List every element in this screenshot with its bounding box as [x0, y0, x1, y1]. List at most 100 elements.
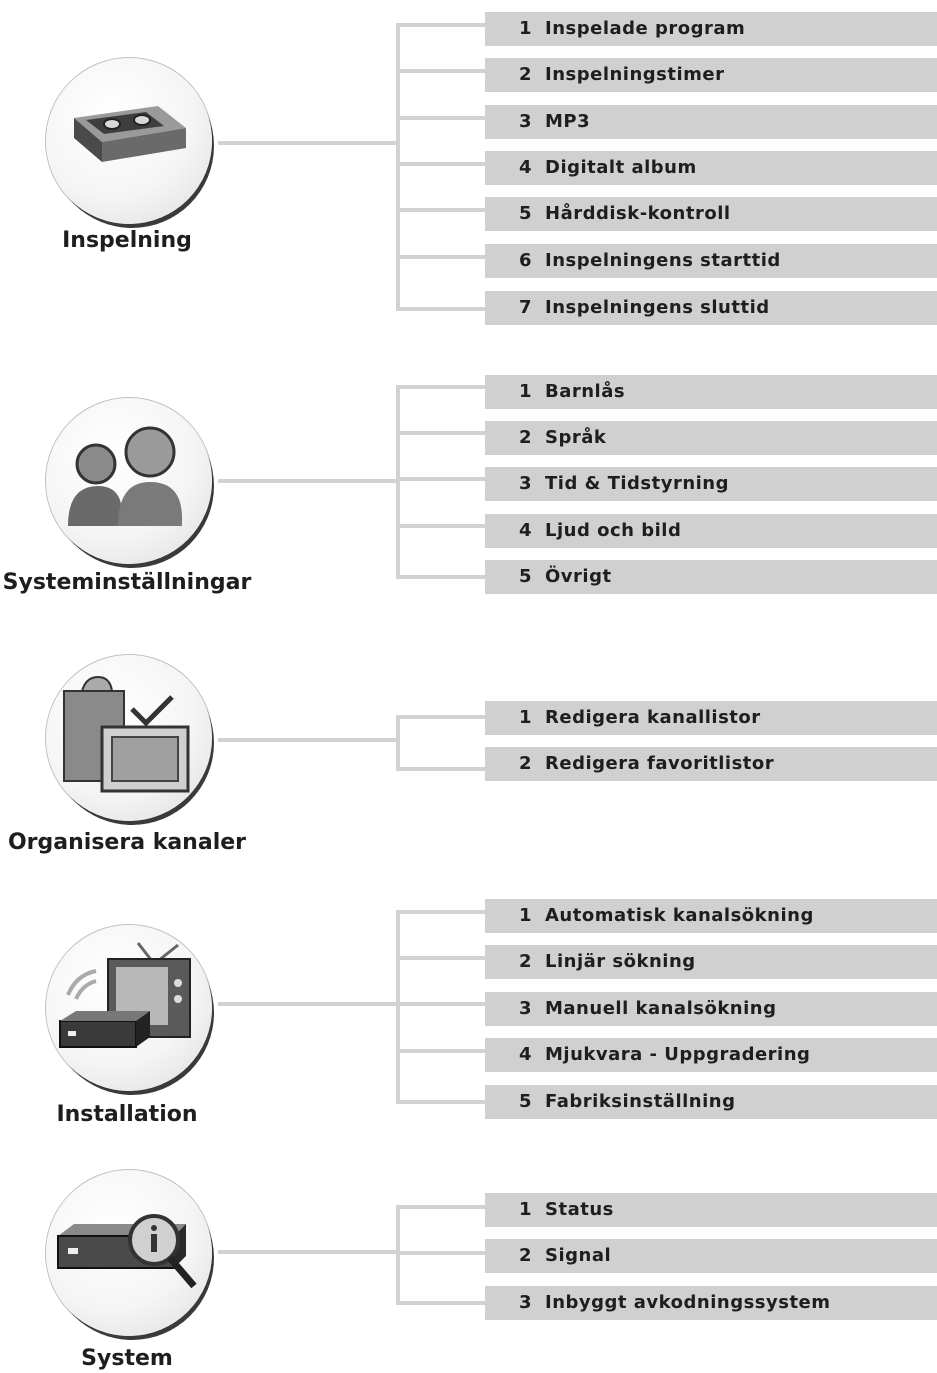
item-number: 1: [519, 707, 533, 728]
menu-item-ovrigt[interactable]: 5 Övrigt: [485, 560, 937, 594]
receiver-info-icon: [46, 1170, 212, 1336]
menu-item-redigera-favoritlistor[interactable]: 2 Redigera favoritlistor: [485, 747, 937, 781]
menu-item-inbyggt-avkodningssystem[interactable]: 3 Inbyggt avkodningssystem: [485, 1286, 937, 1320]
connector-line: [396, 255, 486, 259]
connector-line: [396, 1251, 486, 1255]
item-label: Inspelade program: [545, 18, 746, 39]
item-number: 3: [519, 1292, 533, 1313]
connector-line: [396, 1100, 486, 1104]
item-number: 1: [519, 1199, 533, 1220]
channel-list-icon: [46, 655, 212, 821]
tv-receiver-icon: [46, 925, 212, 1091]
connector-line: [396, 1205, 486, 1209]
connector-line: [218, 738, 400, 742]
menu-item-automatisk-kanalsokning[interactable]: 1 Automatisk kanalsökning: [485, 899, 937, 933]
item-number: 5: [519, 1091, 533, 1112]
item-label: Manuell kanalsökning: [545, 998, 777, 1019]
item-number: 2: [519, 1245, 533, 1266]
users-icon: [46, 398, 212, 564]
section-label: Organisera kanaler: [7, 830, 246, 855]
menu-item-inspelningstimer[interactable]: 2 Inspelningstimer: [485, 58, 937, 92]
menu-item-text: 2 Redigera favoritlistor: [519, 747, 774, 781]
item-label: MP3: [545, 111, 591, 132]
item-number: 3: [519, 998, 533, 1019]
item-label: Linjär sökning: [545, 951, 696, 972]
connector-line: [396, 431, 486, 435]
connector-line: [396, 910, 486, 914]
connector-line: [218, 1250, 400, 1254]
item-label: Signal: [545, 1245, 612, 1266]
item-number: 1: [519, 905, 533, 926]
menu-item-digitalt-album[interactable]: 4 Digitalt album: [485, 151, 937, 185]
item-number: 7: [519, 297, 533, 318]
connector-line: [396, 208, 486, 212]
connector-line: [396, 307, 486, 311]
item-label: Inspelningens sluttid: [545, 297, 770, 318]
connector-line: [396, 715, 400, 771]
item-label: Ljud och bild: [545, 520, 682, 541]
connector-line: [396, 1002, 486, 1006]
item-number: 2: [519, 64, 533, 85]
menu-item-manuell-kanalsokning[interactable]: 3 Manuell kanalsökning: [485, 992, 937, 1026]
item-label: Redigera favoritlistor: [545, 753, 775, 774]
menu-item-status[interactable]: 1 Status: [485, 1193, 937, 1227]
item-label: Inspelningstimer: [545, 64, 725, 85]
item-number: 2: [519, 427, 533, 448]
menu-item-signal[interactable]: 2 Signal: [485, 1239, 937, 1273]
connector-line: [396, 385, 486, 389]
item-number: 4: [519, 157, 533, 178]
section-label: System: [81, 1346, 173, 1371]
item-label: Inbyggt avkodningssystem: [545, 1292, 831, 1313]
connector-line: [218, 1002, 400, 1006]
menu-item-ljud-och-bild[interactable]: 4 Ljud och bild: [485, 514, 937, 548]
item-label: Tid & Tidstyrning: [545, 473, 730, 494]
menu-item-sprak[interactable]: 2 Språk: [485, 421, 937, 455]
item-label: Automatisk kanalsökning: [545, 905, 814, 926]
menu-item-text: 1 Status: [519, 1193, 614, 1227]
connector-line: [396, 767, 486, 771]
connector-line: [396, 1301, 486, 1305]
connector-line: [396, 715, 486, 719]
connector-line: [396, 575, 486, 579]
connector-line: [396, 956, 486, 960]
item-label: Övrigt: [545, 566, 612, 587]
connector-line: [396, 477, 486, 481]
cassette-icon: [46, 58, 212, 224]
item-number: 2: [519, 951, 533, 972]
section-label: Inspelning: [62, 228, 192, 253]
menu-item-inspelade-program[interactable]: 1 Inspelade program: [485, 12, 937, 46]
item-label: Digitalt album: [545, 157, 697, 178]
menu-item-text: 4 Ljud och bild: [519, 514, 681, 548]
menu-item-inspelningens-sluttid[interactable]: 7 Inspelningens sluttid: [485, 291, 937, 325]
item-number: 2: [519, 753, 533, 774]
item-number: 6: [519, 250, 533, 271]
item-number: 4: [519, 520, 533, 541]
connector-line: [396, 23, 486, 27]
item-number: 1: [519, 18, 533, 39]
menu-item-linjar-sokning[interactable]: 2 Linjär sökning: [485, 945, 937, 979]
connector-line: [396, 1049, 486, 1053]
item-label: Status: [545, 1199, 614, 1220]
section-label: Systeminställningar: [2, 570, 252, 595]
item-number: 5: [519, 566, 533, 587]
item-label: Språk: [545, 427, 607, 448]
connector-line: [396, 116, 486, 120]
